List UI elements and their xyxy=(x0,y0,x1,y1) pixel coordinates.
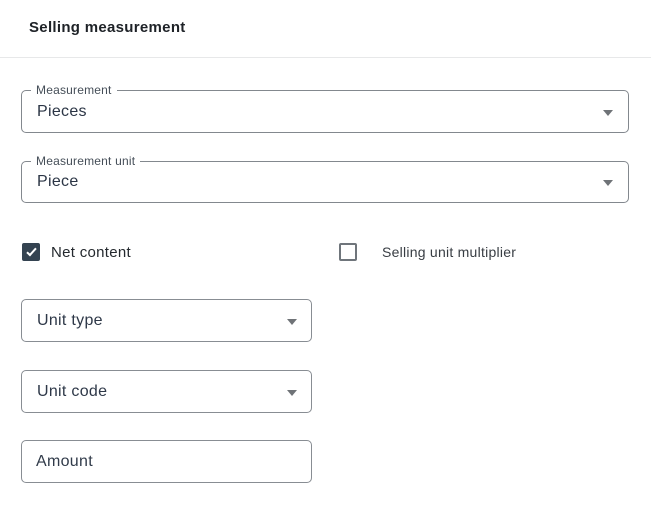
checkbox-unchecked[interactable] xyxy=(339,243,357,261)
unit-code-label: Unit code xyxy=(37,382,108,400)
header-divider xyxy=(0,57,651,58)
caret-down-icon xyxy=(603,180,613,186)
amount-input[interactable] xyxy=(21,440,312,483)
measurement-label: Measurement xyxy=(31,83,117,97)
caret-down-icon xyxy=(603,109,613,116)
checkbox-checked[interactable] xyxy=(22,243,40,261)
selling-unit-multiplier-checkbox[interactable]: Selling unit multiplier xyxy=(339,243,516,261)
page-title: Selling measurement xyxy=(29,19,186,36)
net-content-checkbox[interactable]: Net content xyxy=(22,243,131,261)
net-content-label: Net content xyxy=(51,243,132,261)
caret-down-icon xyxy=(287,318,297,325)
caret-down-icon xyxy=(287,389,297,396)
unit-type-select[interactable]: Unit type xyxy=(21,299,312,342)
measurement-select[interactable]: Measurement Pieces xyxy=(21,83,629,133)
selling-unit-multiplier-label: Selling unit multiplier xyxy=(382,244,517,260)
measurement-unit-label: Measurement unit xyxy=(31,154,141,168)
measurement-unit-select[interactable]: Measurement unit Piece xyxy=(21,154,629,203)
measurement-value: Pieces xyxy=(37,102,87,120)
unit-code-select[interactable]: Unit code xyxy=(21,370,312,413)
unit-type-label: Unit type xyxy=(37,311,103,329)
measurement-unit-value: Piece xyxy=(37,173,79,190)
check-icon xyxy=(25,245,37,257)
